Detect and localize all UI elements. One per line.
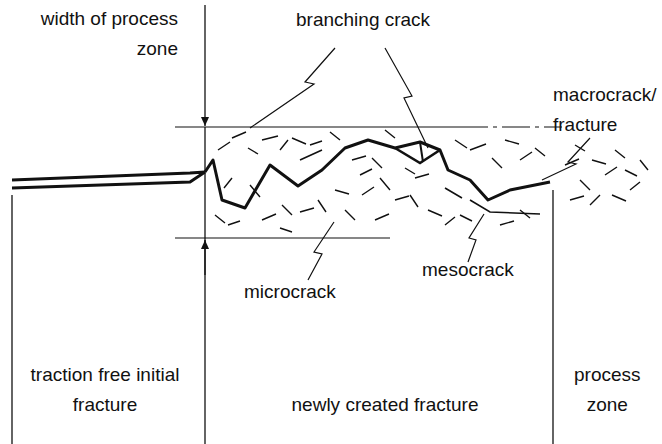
- macrocrack: [205, 140, 550, 208]
- divider-line: [204, 127, 205, 444]
- width-arrow: [204, 240, 205, 275]
- callout-label: mesocrack: [422, 255, 532, 285]
- callout-label: branching crack: [296, 5, 466, 35]
- leader-line: [542, 138, 590, 180]
- dimension-label: width of process zone: [16, 4, 178, 64]
- width-arrow: [204, 5, 205, 126]
- callout-label: macrocrack/ fracture: [553, 80, 656, 140]
- zone-boundary: [175, 237, 390, 238]
- divider-line: [552, 190, 553, 444]
- zone-boundary: [460, 126, 562, 127]
- mesocrack: [300, 150, 540, 214]
- leader-line: [385, 48, 428, 148]
- leader-line: [468, 214, 484, 262]
- region-label: traction free initial fracture: [30, 360, 180, 420]
- branching-crack: [420, 142, 423, 162]
- callout-label: microcrack: [244, 277, 364, 307]
- divider-line: [11, 195, 12, 444]
- leader-line: [308, 222, 334, 280]
- leader-line: [250, 48, 335, 128]
- initial-fracture: [12, 172, 205, 188]
- microcrack-field: [215, 130, 648, 232]
- branching-crack: [395, 148, 440, 163]
- region-label: process zone: [574, 360, 641, 420]
- region-label: newly created fracture: [270, 390, 500, 420]
